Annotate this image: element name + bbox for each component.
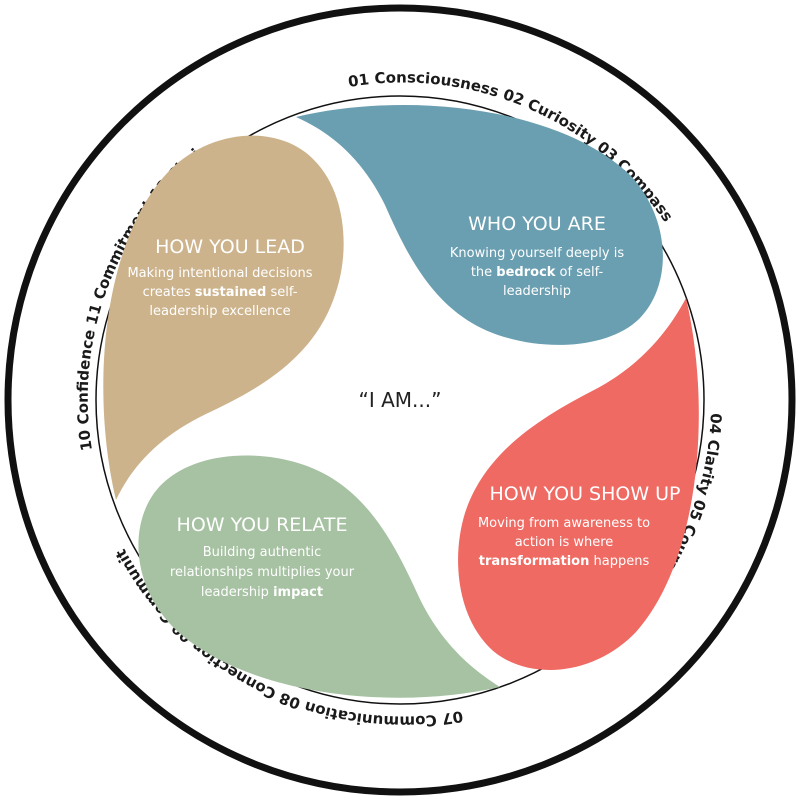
who-line-2-post: of self- bbox=[555, 265, 603, 280]
show-line-3-bold: transformation bbox=[479, 554, 590, 569]
show-line-2: action is where bbox=[515, 535, 614, 550]
show-title: HOW YOU SHOW UP bbox=[489, 483, 680, 505]
relate-line-2: relationships multiplies your bbox=[170, 565, 355, 580]
show-line-3: transformation happens bbox=[479, 554, 650, 569]
lead-line-2-post: self- bbox=[266, 285, 297, 300]
who-line-3: leadership bbox=[503, 284, 571, 299]
who-line-2-bold: bedrock bbox=[496, 265, 555, 280]
petal-how-you-relate bbox=[138, 455, 500, 698]
who-line-1: Knowing yourself deeply is bbox=[450, 246, 624, 261]
lead-line-1: Making intentional decisions bbox=[127, 266, 312, 281]
show-line-3-post: happens bbox=[589, 554, 649, 569]
quadrant-how-you-show-up: HOW YOU SHOW UP Moving from awareness to… bbox=[478, 483, 681, 569]
lead-line-2-pre: creates bbox=[143, 285, 195, 300]
quadrant-who-you-are: WHO YOU ARE Knowing yourself deeply is t… bbox=[450, 213, 624, 299]
petal-who-you-are bbox=[296, 104, 663, 345]
show-line-1: Moving from awareness to bbox=[478, 516, 650, 531]
relate-title: HOW YOU RELATE bbox=[177, 514, 348, 536]
who-line-2: the bedrock of self- bbox=[471, 265, 604, 280]
petal-how-you-lead bbox=[103, 135, 344, 500]
relate-line-3-pre: leadership bbox=[201, 585, 273, 600]
quadrant-how-you-lead: HOW YOU LEAD Making intentional decision… bbox=[127, 236, 312, 319]
lead-title: HOW YOU LEAD bbox=[155, 236, 305, 258]
petal-how-you-show-up bbox=[458, 298, 699, 670]
relate-line-3: leadership impact bbox=[201, 585, 323, 600]
who-line-2-pre: the bbox=[471, 265, 496, 280]
relate-line-1: Building authentic bbox=[203, 545, 322, 560]
relate-line-3-bold: impact bbox=[273, 585, 323, 600]
lead-line-2-bold: sustained bbox=[195, 285, 267, 300]
who-title: WHO YOU ARE bbox=[468, 213, 606, 235]
lead-line-2: creates sustained self- bbox=[143, 285, 298, 300]
lead-line-3: leadership excellence bbox=[149, 304, 290, 319]
quadrant-how-you-relate: HOW YOU RELATE Building authentic relati… bbox=[170, 514, 355, 600]
center-label: “I AM...” bbox=[359, 388, 442, 412]
